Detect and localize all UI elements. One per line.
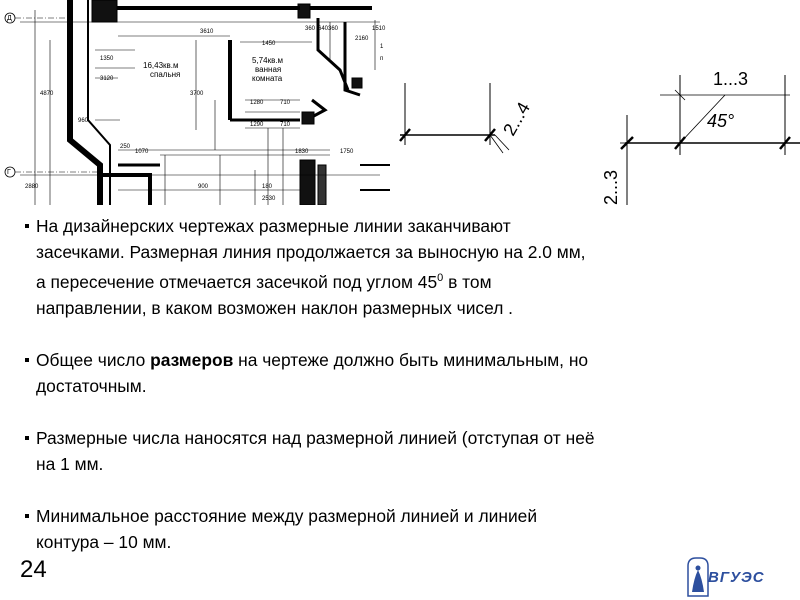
dim-360-b: 360 (328, 26, 339, 32)
university-logo (687, 557, 709, 597)
room-area-bath: 5,74кв.м (252, 56, 283, 65)
axis-d-label: Д (7, 15, 12, 22)
bullet-1-line-1: На дизайнерских чертежах размерные линии… (36, 216, 511, 236)
list-item: Общее число размеров на чертеже должно б… (25, 347, 773, 399)
logo-text: ВГУЭС (708, 569, 765, 586)
bullet-4-line-1: Минимальное расстояние между размерной л… (36, 505, 538, 526)
dim-640: 640 (318, 26, 329, 32)
dim-2160: 2160 (355, 36, 369, 42)
dim-1350: 1350 (100, 56, 114, 62)
bullet-1-line-3b: в том (443, 271, 492, 292)
dim-4870: 4870 (40, 91, 54, 97)
dim-3120: 3120 (100, 76, 114, 82)
dim-1310: 180 (262, 184, 273, 190)
room-name-bath-2: комната (252, 74, 283, 83)
dim-2530: 900 (198, 184, 209, 190)
dim-1450: 1450 (262, 41, 276, 47)
dim-1280: 1280 (250, 100, 264, 106)
rules-list: На дизайнерских чертежах размерные линии… (25, 213, 773, 581)
bullet-2-bold: размеров (150, 349, 234, 370)
bullet-3-line-1: Размерные числа наносятся над размерной … (36, 427, 595, 448)
list-item: Размерные числа наносятся над размерной … (25, 425, 773, 477)
bullet-3-line-2: на 1 мм. (36, 453, 104, 474)
axis-g-label: Г (7, 169, 11, 176)
diagram-right-top-label: 1...3 (713, 69, 748, 89)
list-item: Минимальное расстояние между размерной л… (25, 503, 773, 555)
bullet-4-line-2: контура – 10 мм. (36, 531, 172, 552)
dim-3700: 3700 (190, 91, 204, 97)
dim-3610: 3610 (200, 29, 214, 35)
dim-1070: 1070 (135, 149, 149, 155)
bullet-2-line-1: Общее число размеров на чертеже должно б… (36, 347, 773, 373)
bullet-1-line-2: засечками. Размерная линия продолжается … (36, 242, 586, 262)
dim-1830: 1830 (295, 149, 309, 155)
bullet-1-line-3: а пересечение отмечается засечкой под уг… (36, 265, 773, 295)
room-name-bath-1: ванная (255, 65, 281, 74)
dim-1750: 1750 (340, 149, 354, 155)
floor-plan-drawing: Д Г 16,43кв.м спальня 5,74кв.м ванная ко… (0, 0, 390, 205)
dim-250: 250 (120, 144, 131, 150)
dim-360-a: 360 (305, 26, 316, 32)
diagram-right-side-label: 2...3 (601, 170, 621, 205)
list-item: На дизайнерских чертежах размерные линии… (25, 213, 773, 321)
room-name-bedroom: спальня (150, 70, 180, 79)
room-area-bedroom: 16,43кв.м (143, 61, 179, 70)
bullet-2-pre: Общее число (36, 349, 151, 370)
dim-1290: 1290 (250, 122, 264, 128)
bullet-2-post: на чертеже должно быть минимальным, но (233, 349, 589, 370)
dim-11060: 2880 (25, 184, 39, 190)
dim-1510: 1510 (372, 26, 386, 32)
diagram-left-label: 2...4 (499, 99, 534, 139)
dim-p: п (380, 56, 383, 62)
bullet-1-line-4: направлении, в каком возможен наклон раз… (36, 297, 514, 318)
dim-710-a: 710 (280, 100, 291, 106)
bullet-2-line-2: достаточным. (36, 375, 147, 396)
dim-2880: 2530 (262, 196, 276, 202)
dim-960: 960 (78, 118, 89, 124)
bullet-1-line-3a: а пересечение отмечается засечкой под уг… (36, 271, 438, 292)
diagram-angle-label: 45° (707, 111, 734, 131)
page-number: 24 (20, 556, 47, 583)
dim-710-b: 710 (280, 122, 291, 128)
degree-superscript: 0 (437, 272, 444, 284)
dim-1: 1 (380, 44, 384, 50)
dimension-diagrams: 2...4 1...3 45° 2...3 (399, 69, 800, 205)
